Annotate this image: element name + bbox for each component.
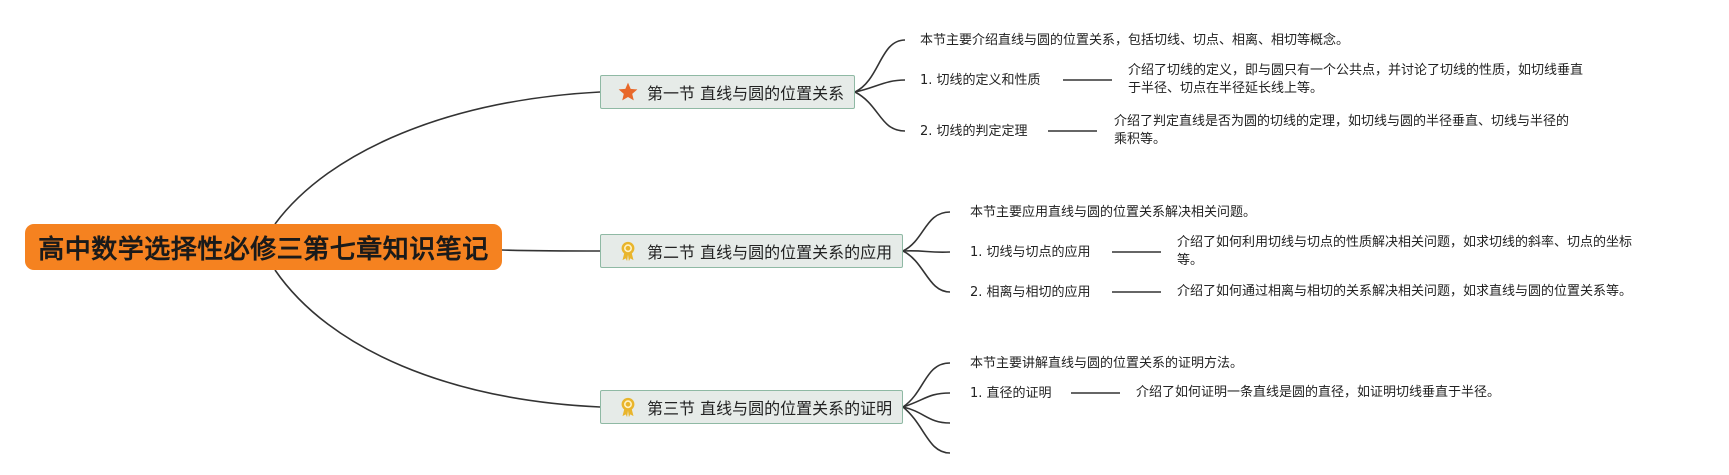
detail-line: 于半径、切点在半径延长线上等。 xyxy=(1128,81,1324,96)
section-3-topic[interactable]: 第三节 直线与圆的位置关系的证明 xyxy=(600,390,903,424)
section-1-item-2[interactable]: 2. 切线的判定定理 xyxy=(920,124,1028,139)
detail-line: 介绍了判定直线是否为圆的切线的定理，如切线与圆的半径垂直、切线与半径的 xyxy=(1114,114,1570,129)
root-title: 高中数学选择性必修三第七章知识笔记 xyxy=(38,234,489,265)
section-2-item-1[interactable]: 1. 切线与切点的应用 xyxy=(970,245,1091,260)
section-1-title: 第一节 直线与圆的位置关系 xyxy=(647,84,845,103)
section-2-summary[interactable]: 本节主要应用直线与圆的位置关系解决相关问题。 xyxy=(970,205,1257,220)
section-3-item-1-detail[interactable]: 介绍了如何证明一条直线是圆的直径，如证明切线垂直于半径。 xyxy=(1136,384,1500,402)
award-ribbon-icon xyxy=(617,396,639,418)
detail-line: 介绍了如何通过相离与相切的关系解决相关问题，如求直线与圆的位置关系等。 xyxy=(1177,284,1633,299)
detail-line: 乘积等。 xyxy=(1114,132,1167,147)
section-1-item-1-detail[interactable]: 介绍了切线的定义，即与圆只有一个公共点，并讨论了切线的性质，如切线垂直 于半径、… xyxy=(1128,62,1583,98)
link-s3-item3 xyxy=(902,406,951,454)
link-s2-summary xyxy=(902,211,951,252)
link-s1-item1 xyxy=(854,79,906,93)
star-icon xyxy=(617,81,639,103)
section-2-topic[interactable]: 第二节 直线与圆的位置关系的应用 xyxy=(600,234,903,268)
link-s3-summary xyxy=(902,362,951,408)
section-1-topic[interactable]: 第一节 直线与圆的位置关系 xyxy=(600,75,855,109)
section-2-item-2-detail[interactable]: 介绍了如何通过相离与相切的关系解决相关问题，如求直线与圆的位置关系等。 xyxy=(1177,283,1632,301)
section-1-summary[interactable]: 本节主要介绍直线与圆的位置关系，包括切线、切点、相离、相切等概念。 xyxy=(920,33,1350,48)
link-root-section-1 xyxy=(274,91,601,225)
link-s2-item1 xyxy=(902,249,951,254)
section-3-item-1[interactable]: 1. 直径的证明 xyxy=(970,386,1052,401)
detail-line: 介绍了切线的定义，即与圆只有一个公共点，并讨论了切线的性质，如切线垂直 xyxy=(1128,63,1584,78)
detail-line: 介绍了如何利用切线与切点的性质解决相关问题，如求切线的斜率、切点的坐标 xyxy=(1177,235,1633,250)
section-1-item-2-detail[interactable]: 介绍了判定直线是否为圆的切线的定理，如切线与圆的半径垂直、切线与半径的 乘积等。 xyxy=(1114,113,1569,149)
link-s1-item2 xyxy=(854,91,906,132)
link-root-section-2 xyxy=(501,249,601,252)
link-root-section-3 xyxy=(274,269,601,408)
link-s1-summary xyxy=(854,39,906,93)
detail-line: 介绍了如何证明一条直线是圆的直径，如证明切线垂直于半径。 xyxy=(1136,385,1501,400)
link-s3-item1 xyxy=(902,392,951,408)
section-3-title: 第三节 直线与圆的位置关系的证明 xyxy=(647,399,893,418)
link-s2-item2 xyxy=(902,250,951,293)
link-s3-item2 xyxy=(902,406,951,424)
section-2-item-2[interactable]: 2. 相离与相切的应用 xyxy=(970,285,1091,300)
section-2-title: 第二节 直线与圆的位置关系的应用 xyxy=(647,243,893,262)
award-ribbon-icon xyxy=(617,240,639,262)
section-3-summary[interactable]: 本节主要讲解直线与圆的位置关系的证明方法。 xyxy=(970,356,1244,371)
section-2-item-1-detail[interactable]: 介绍了如何利用切线与切点的性质解决相关问题，如求切线的斜率、切点的坐标 等。 xyxy=(1177,234,1632,270)
section-1-item-1[interactable]: 1. 切线的定义和性质 xyxy=(920,73,1041,88)
root-topic[interactable]: 高中数学选择性必修三第七章知识笔记 xyxy=(25,224,502,270)
detail-line: 等。 xyxy=(1177,253,1204,268)
